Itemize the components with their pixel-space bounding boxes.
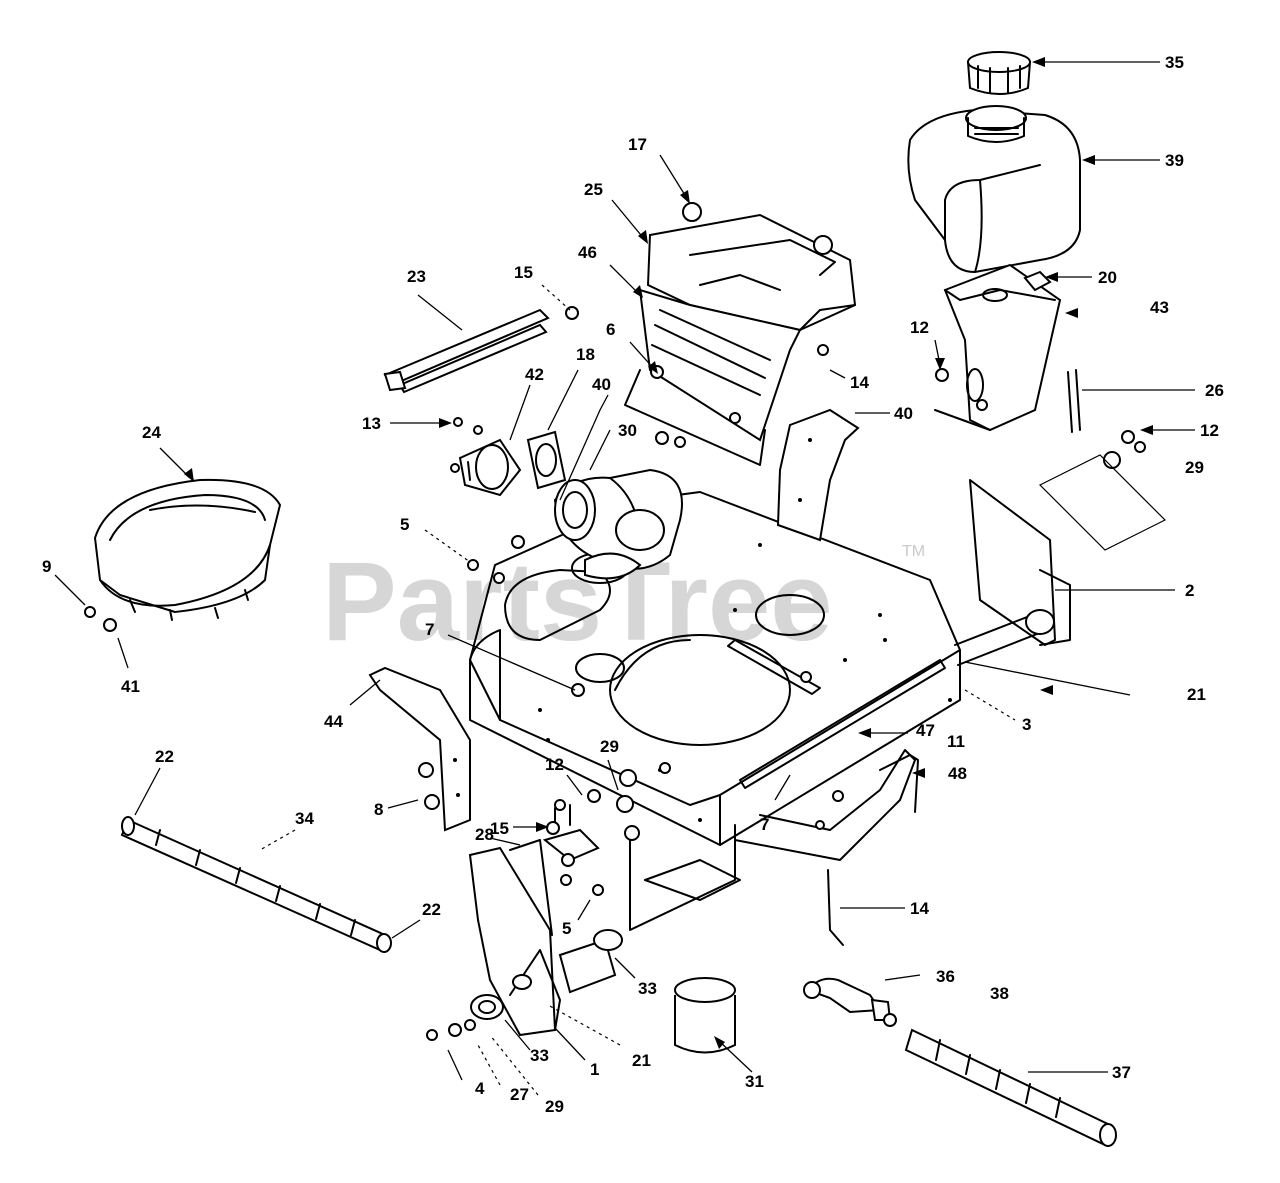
hose-part-37 xyxy=(904,1028,1117,1147)
engine-shroud-part-25 xyxy=(624,213,857,466)
callout-17: 17 xyxy=(628,135,647,154)
callout-15-top: 15 xyxy=(514,263,533,282)
callout-20: 20 xyxy=(1098,268,1117,287)
flange-part-42 xyxy=(458,438,522,497)
callout-31: 31 xyxy=(745,1072,764,1091)
leader-lines xyxy=(54,57,1195,1096)
callout-6: 6 xyxy=(606,320,615,339)
callout-13: 13 xyxy=(362,414,381,433)
solenoid-part-28 xyxy=(542,799,600,886)
callout-30: 30 xyxy=(618,421,637,440)
callout-12-top: 12 xyxy=(910,318,929,337)
callout-36: 36 xyxy=(936,967,955,986)
callout-33-lower: 33 xyxy=(530,1046,549,1065)
callout-26: 26 xyxy=(1205,381,1224,400)
blower-housing-part-24 xyxy=(93,478,282,621)
bracket-part-44 xyxy=(368,666,471,832)
callout-23: 23 xyxy=(407,267,426,286)
callout-44: 44 xyxy=(324,712,343,731)
axle-tube-part-2 xyxy=(954,479,1071,666)
fitting-part-36 xyxy=(803,977,892,1021)
callout-4: 4 xyxy=(475,1079,485,1098)
callout-11: 11 xyxy=(947,732,965,751)
callout-14-lower: 14 xyxy=(910,899,929,918)
callout-labels: 35 39 17 25 46 20 43 23 15 12 26 6 14 18… xyxy=(42,53,1224,1116)
hose-part-34 xyxy=(120,816,392,953)
callout-5-lower: 5 xyxy=(562,919,571,938)
callout-24: 24 xyxy=(142,423,161,442)
callout-14-top: 14 xyxy=(850,373,869,392)
fuel-cap-part-35 xyxy=(966,51,1032,95)
cable-part-14 xyxy=(827,869,844,946)
callout-9: 9 xyxy=(42,557,51,576)
callout-12-right: 12 xyxy=(1200,421,1219,440)
callout-1: 1 xyxy=(590,1060,599,1079)
callout-38: 38 xyxy=(990,984,1009,1003)
hardware-fasteners xyxy=(84,202,1146,1041)
callout-22-top: 22 xyxy=(155,747,174,766)
callout-39: 39 xyxy=(1165,151,1184,170)
callout-46: 46 xyxy=(578,243,597,262)
callout-40-right: 40 xyxy=(894,404,913,423)
rod-part-26 xyxy=(1067,369,1081,433)
strap-part-23 xyxy=(383,308,550,394)
callout-2: 2 xyxy=(1185,581,1194,600)
callout-25: 25 xyxy=(584,180,603,199)
callout-48: 48 xyxy=(948,764,967,783)
callout-5-top: 5 xyxy=(400,515,409,534)
callout-3: 3 xyxy=(1022,715,1031,734)
oil-filter-part-31 xyxy=(674,977,736,1054)
watermark-trademark: TM xyxy=(902,543,925,560)
callout-34: 34 xyxy=(295,809,314,828)
callout-37: 37 xyxy=(1112,1063,1131,1082)
callout-15-lower: 15 xyxy=(490,819,509,838)
callout-22-lower: 22 xyxy=(422,900,441,919)
callout-41: 41 xyxy=(121,677,140,696)
callout-18: 18 xyxy=(576,345,595,364)
callout-47: 47 xyxy=(916,721,935,740)
callout-21-right: 21 xyxy=(1187,685,1206,704)
callout-35: 35 xyxy=(1165,53,1184,72)
watermark-text: PartsTree xyxy=(322,539,833,664)
callout-7-top: 7 xyxy=(425,620,434,639)
rail-part-48 xyxy=(879,754,919,813)
callout-40-mid: 40 xyxy=(592,375,611,394)
gasket-part-18 xyxy=(526,430,567,490)
callout-43: 43 xyxy=(1150,298,1169,317)
fuel-tank-part-39 xyxy=(907,105,1081,274)
callout-29-lower: 29 xyxy=(600,737,619,756)
callout-29-right: 29 xyxy=(1185,458,1204,477)
exhaust-elbow-part-30 xyxy=(553,468,683,580)
callout-12-lower: 12 xyxy=(545,755,564,774)
callout-29-bottom: 29 xyxy=(545,1097,564,1116)
tank-bracket-part-43 xyxy=(934,263,1062,432)
callout-28: 28 xyxy=(475,825,494,844)
callout-21-lower: 21 xyxy=(632,1051,651,1070)
callout-8: 8 xyxy=(374,800,383,819)
callout-7-lower: 7 xyxy=(760,815,769,834)
tube-part-33 xyxy=(470,929,623,1020)
deck-frame xyxy=(469,491,961,931)
callout-42: 42 xyxy=(525,365,544,384)
callout-27: 27 xyxy=(510,1085,529,1104)
steering-bracket-part-1 xyxy=(468,839,561,1037)
bracket-part-40 xyxy=(776,408,860,542)
callout-33-right: 33 xyxy=(638,979,657,998)
